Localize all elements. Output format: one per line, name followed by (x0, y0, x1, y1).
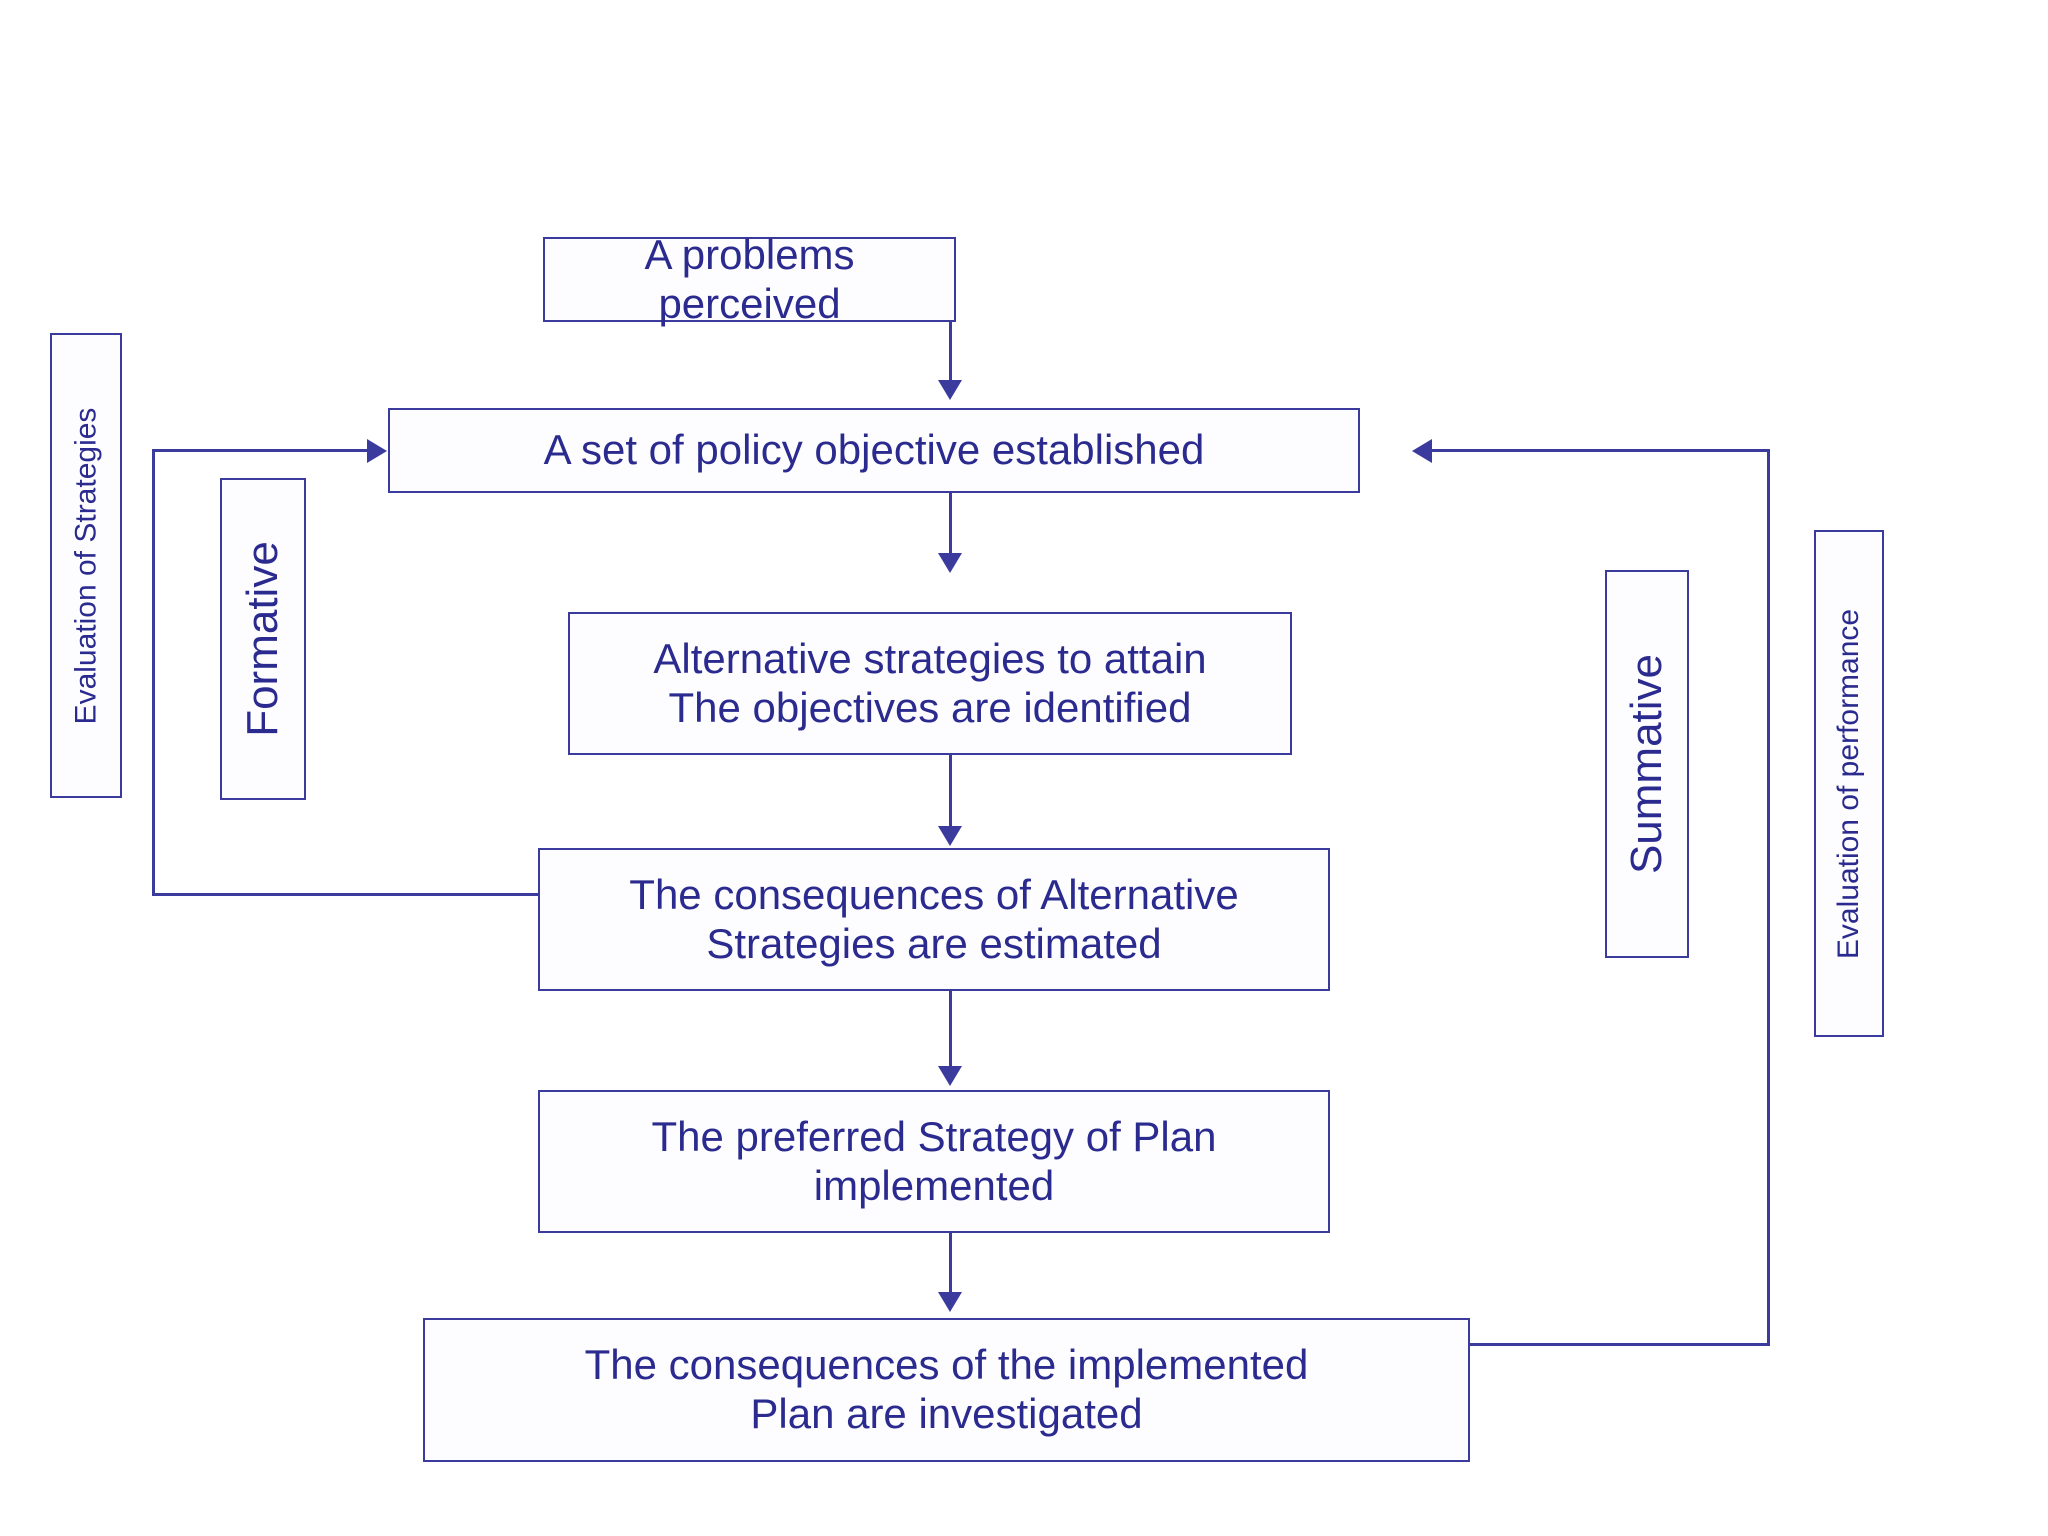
feedback-right-top-horizontal (1432, 449, 1770, 452)
side-label-formative-text: Formative (238, 541, 287, 737)
arrow-objectives-to-alternatives-line (949, 493, 952, 555)
feedback-left-top-horizontal (152, 449, 367, 452)
node-consequences-estimated[interactable]: The consequences of Alternative Strategi… (538, 848, 1330, 991)
node-implemented-plan-investigated-label: The consequences of the implemented Plan… (584, 1341, 1309, 1437)
side-label-summative: Summative (1605, 570, 1689, 958)
arrow-consequences-to-implemented-head-icon (938, 1066, 962, 1086)
feedback-left-vertical (152, 449, 155, 896)
arrow-implemented-to-investigated-head-icon (938, 1292, 962, 1312)
arrow-alternatives-to-consequences-head-icon (938, 826, 962, 846)
arrow-implemented-to-investigated-line (949, 1232, 952, 1294)
arrow-objectives-to-alternatives-head-icon (938, 553, 962, 573)
side-label-evaluation-of-performance-text: Evaluation of performance (1832, 608, 1866, 959)
node-preferred-strategy-implemented[interactable]: The preferred Strategy of Plan implement… (538, 1090, 1330, 1233)
node-alternative-strategies-identified-label: Alternative strategies to attain The obj… (653, 634, 1207, 731)
arrow-alternatives-to-consequences-line (949, 755, 952, 828)
node-alternative-strategies-identified[interactable]: Alternative strategies to attain The obj… (568, 612, 1292, 755)
node-problem-perceived-label: A problems perceived (644, 230, 855, 327)
arrow-problem-to-objectives-head-icon (938, 380, 962, 400)
arrow-consequences-to-implemented-line (949, 990, 952, 1068)
feedback-left-bottom-horizontal (152, 893, 542, 896)
node-policy-objectives-established[interactable]: A set of policy objective established (388, 408, 1360, 493)
side-label-evaluation-of-strategies: Evaluation of Strategies (50, 333, 122, 798)
arrow-problem-to-objectives-line (949, 322, 952, 382)
feedback-right-arrowhead-icon (1412, 439, 1432, 463)
side-label-summative-text: Summative (1622, 653, 1672, 875)
node-implemented-plan-investigated[interactable]: The consequences of the implemented Plan… (423, 1318, 1470, 1462)
node-problem-perceived[interactable]: A problems perceived (543, 231, 956, 327)
side-label-evaluation-of-performance: Evaluation of performance (1814, 530, 1884, 1037)
node-preferred-strategy-implemented-label: The preferred Strategy of Plan implement… (651, 1112, 1217, 1209)
side-label-evaluation-of-strategies-text: Evaluation of Strategies (69, 407, 102, 724)
feedback-right-vertical (1767, 449, 1770, 1346)
feedback-left-arrowhead-icon (367, 439, 387, 463)
node-policy-objectives-established-label: A set of policy objective established (543, 426, 1205, 474)
side-label-formative: Formative (220, 478, 306, 800)
feedback-right-bottom-horizontal (1470, 1343, 1770, 1346)
node-consequences-estimated-label: The consequences of Alternative Strategi… (629, 870, 1239, 967)
